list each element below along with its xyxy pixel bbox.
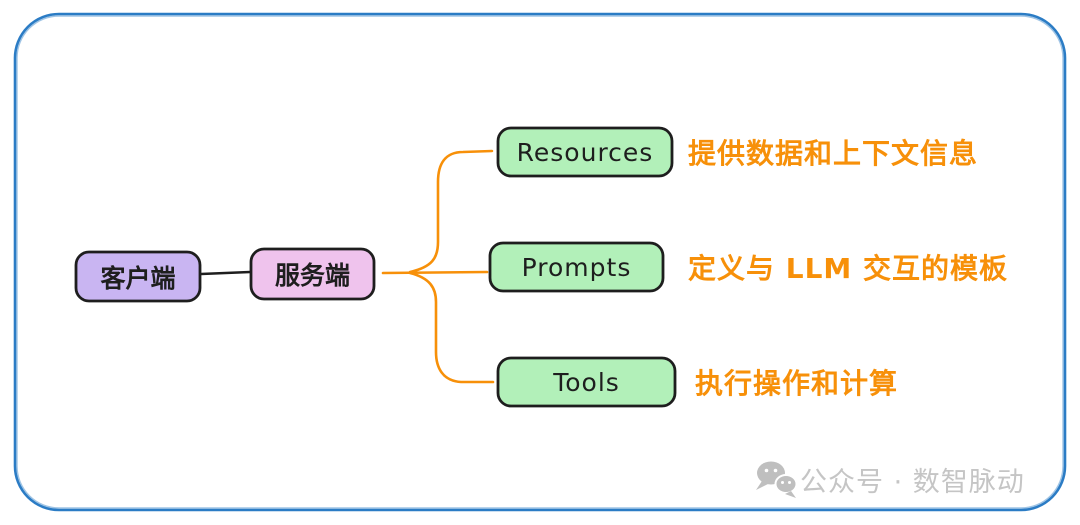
prompts-annotation: 定义与 LLM 交互的模板 xyxy=(688,251,1009,285)
resources-node-label: Resources xyxy=(516,137,654,167)
server-prompts-connector xyxy=(381,270,489,275)
prompts-node-box xyxy=(488,241,665,293)
resources-annotation: 提供数据和上下文信息 xyxy=(688,136,979,170)
prompts-node-label: Prompts xyxy=(521,252,632,282)
client-node-box xyxy=(74,250,202,303)
client-server-link xyxy=(199,270,252,276)
server-resources-connector xyxy=(408,149,494,274)
client-node-label: 客户端 xyxy=(100,263,176,293)
watermark-label: 公众号 · 数智脉动 xyxy=(800,466,1025,498)
server-node-label: 服务端 xyxy=(274,261,350,290)
tools-annotation: 执行操作和计算 xyxy=(695,366,899,400)
tools-node-box xyxy=(496,356,677,408)
wechat-icon xyxy=(756,461,798,498)
server-tools-connector xyxy=(408,271,495,384)
tools-node-label: Tools xyxy=(553,367,620,397)
frame-border xyxy=(13,12,1067,512)
resources-node-box xyxy=(496,126,674,178)
server-node-box xyxy=(249,247,376,301)
frame-border-sketch xyxy=(16,15,1064,509)
